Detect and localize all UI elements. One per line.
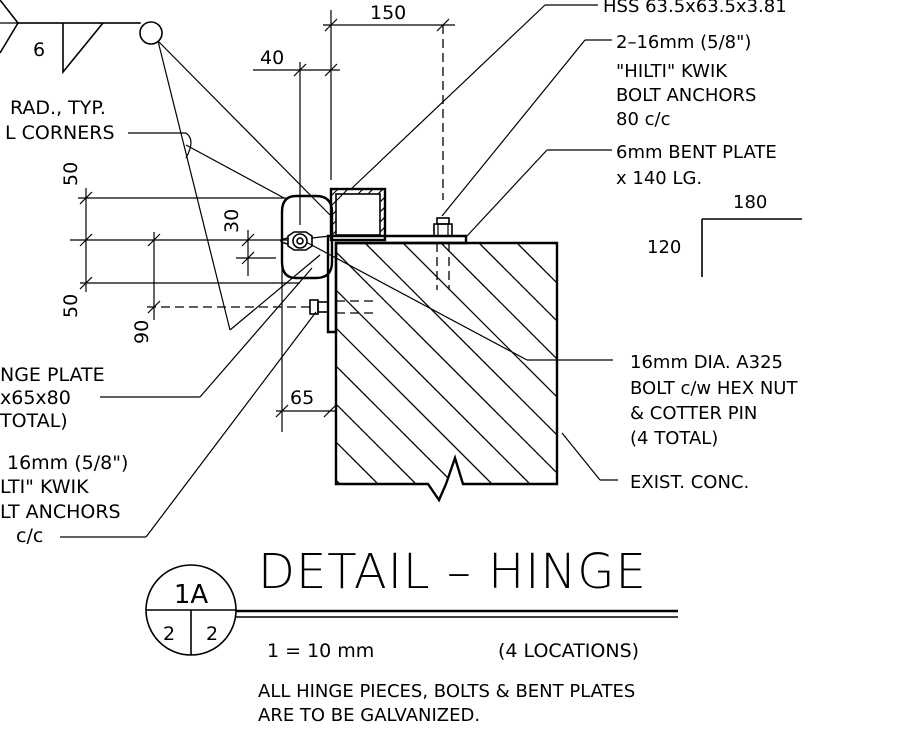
concrete-hatch-line — [740, 200, 900, 500]
bent-plate-label-2: x 140 LG. — [616, 168, 702, 189]
dim-90: 90 — [131, 320, 153, 344]
concrete-hatch-line — [336, 243, 471, 500]
hss-label: HSS 63.5x63.5x3.81 — [603, 0, 787, 17]
weld-symbol — [0, 0, 163, 75]
concrete-label: EXIST. CONC. — [630, 472, 749, 493]
existing-concrete — [334, 200, 900, 503]
bent-plate-label-1: 6mm BENT PLATE — [616, 142, 777, 163]
locations-label: (4 LOCATIONS) — [498, 640, 639, 662]
center-lines — [147, 25, 444, 308]
dimension-lines — [70, 10, 455, 432]
radius-label-2: L CORNERS — [5, 122, 115, 144]
concrete-hatch-line — [549, 243, 557, 500]
dim-50-bottom: 50 — [60, 294, 82, 318]
radius-label-1: RAD., TYP. — [10, 97, 106, 119]
concrete-hatch-line — [336, 243, 547, 500]
dim-50-top: 50 — [60, 162, 82, 186]
right-anchor-label-4: 80 c/c — [616, 109, 670, 130]
dim-40: 40 — [260, 47, 284, 69]
hinge-plate-label-1: NGE PLATE — [0, 364, 105, 386]
concrete-hatch-line — [336, 243, 557, 500]
top-anchor-bolt — [433, 217, 453, 290]
concrete-hatch-line — [473, 243, 557, 500]
weld-size-label: 6 — [33, 39, 45, 61]
detail-title: DETAIL – HINGE — [258, 544, 647, 600]
bent-plate — [326, 234, 468, 334]
concrete-hatch-line — [778, 200, 900, 500]
side-anchor-bolt — [309, 299, 378, 315]
concrete-hatch-line — [397, 243, 557, 500]
concrete-hatch-line — [664, 200, 900, 500]
bolt-label-4: (4 TOTAL) — [630, 428, 718, 449]
right-anchor-label-3: BOLT ANCHORS — [616, 85, 756, 106]
title-block — [145, 564, 678, 656]
left-anchor-label-2: LTI" KWIK — [0, 476, 89, 498]
sheet-right: 2 — [206, 623, 218, 645]
right-anchor-label-1: 2–16mm (5/8") — [616, 32, 751, 53]
bolt-label-1: 16mm DIA. A325 — [630, 352, 783, 373]
concrete-hatch-line — [435, 243, 557, 500]
bolt-label-3: & COTTER PIN — [630, 403, 757, 424]
concrete-hatch-line — [336, 243, 557, 500]
concrete-hatch-line — [359, 243, 557, 500]
detail-id: 1A — [174, 580, 209, 610]
hinge-plate — [280, 194, 334, 280]
right-callouts: HSS 63.5x63.5x3.81 2–16mm (5/8") "HILTI"… — [603, 0, 798, 493]
scale-label: 1 = 10 mm — [267, 640, 374, 662]
angle-leg-180: 180 — [733, 192, 767, 213]
concrete-hatch-line — [336, 243, 433, 500]
concrete-hatch-line — [588, 200, 888, 500]
galvanize-note-1: ALL HINGE PIECES, BOLTS & BENT PLATES — [258, 681, 635, 702]
bolt-label-2: BOLT c/w HEX NUT — [630, 378, 798, 399]
dim-150: 150 — [370, 2, 406, 24]
hinge-plate-label-2: x65x80 — [0, 387, 71, 409]
hss-tube — [329, 187, 387, 242]
left-anchor-label-4: c/c — [16, 525, 43, 547]
left-anchor-label-3: LT ANCHORS — [0, 501, 121, 523]
sheet-left: 2 — [163, 623, 175, 645]
hinge-bolt — [280, 231, 331, 251]
left-callouts: 6 RAD., TYP. L CORNERS NGE PLATE x65x80 … — [0, 39, 128, 547]
galvanize-note-2: ARE TO BE GALVANIZED. — [258, 705, 480, 726]
right-anchor-label-2: "HILTI" KWIK — [616, 61, 728, 82]
dimension-labels: 150 40 50 30 50 90 65 — [60, 2, 406, 409]
angle-leg-120: 120 — [647, 237, 681, 258]
dim-30: 30 — [221, 209, 243, 233]
left-anchor-label-1: 16mm (5/8") — [7, 452, 128, 474]
concrete-hatch-line — [336, 243, 395, 500]
leader-lines — [60, 4, 618, 538]
angle-section — [701, 218, 802, 277]
dim-65: 65 — [290, 387, 314, 409]
concrete-hatch-line — [702, 200, 900, 500]
concrete-hatch-line — [336, 243, 509, 500]
hinge-plate-label-3: TOTAL) — [0, 410, 68, 432]
title-block-text: 1A 2 2 DETAIL – HINGE 1 = 10 mm (4 LOCAT… — [163, 544, 647, 726]
